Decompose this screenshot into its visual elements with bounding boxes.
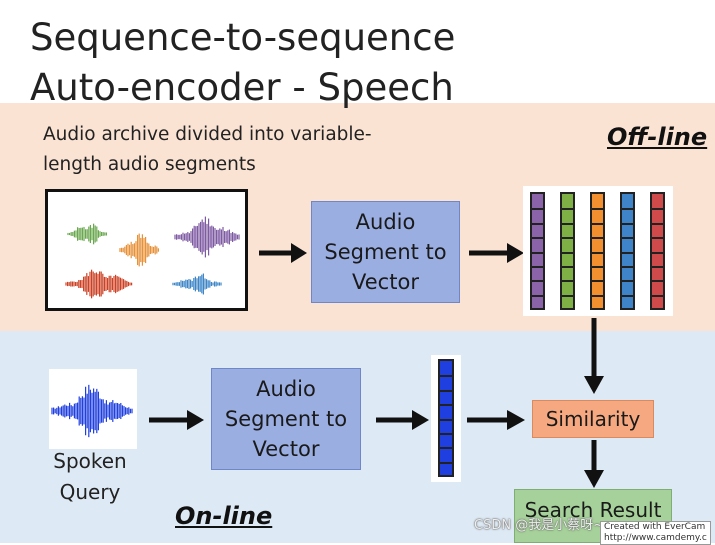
vector-cell-divider (652, 208, 663, 211)
vector-cell-divider (622, 266, 633, 268)
vector-cell-divider (440, 404, 452, 407)
spoken-query-waveform-panel (49, 369, 137, 449)
vector-cell-divider (562, 222, 573, 225)
spoken-query-waveform (51, 384, 133, 438)
vector-cell-divider (652, 222, 663, 225)
vector-cell-divider (440, 375, 452, 378)
audio-archive-panel (45, 189, 248, 311)
vector-cell-divider (532, 222, 543, 225)
vector-cell-divider (562, 294, 573, 297)
vector-cell-divider (652, 294, 663, 297)
vector-cell-divider (532, 280, 543, 283)
vector-cell-divider (652, 237, 663, 240)
offline-vector-5 (650, 192, 665, 310)
vector-cell-divider (440, 461, 452, 464)
slide-title-line-2: Auto-encoder - Speech (30, 66, 454, 109)
query-vector-column (438, 359, 454, 477)
vector-cell-divider (592, 294, 603, 297)
waveform-orange (119, 233, 160, 267)
offline-vectors-panel (523, 186, 673, 316)
similarity-box: Similarity (532, 400, 654, 438)
vector-cell-divider (562, 208, 573, 211)
offline-caption-line-2: length audio segments (43, 154, 256, 175)
query-to-similarity-arrow (467, 410, 525, 430)
evercam-watermark: Created with EverCam http://www.camdemy.… (600, 521, 711, 545)
offline-box-line-2: Segment to (324, 240, 447, 264)
vector-cell-divider (622, 237, 633, 240)
vector-cell-divider (652, 280, 663, 283)
spoken-query-label-line-2: Query (59, 480, 121, 504)
vector-cell-divider (532, 208, 543, 211)
vectors-to-similarity-arrow (584, 318, 604, 394)
offline-vector-2 (560, 192, 575, 310)
slide-title-line-1: Sequence-to-sequence (30, 16, 456, 59)
vector-cell-divider (562, 237, 573, 240)
evercam-line-1: Created with EverCam (604, 522, 706, 532)
offline-vector-1 (530, 192, 545, 310)
vector-cell-divider (532, 266, 543, 268)
online-segment-to-vector-box: Audio Segment to Vector (211, 368, 361, 470)
vector-cell-divider (440, 418, 452, 421)
spoken-query-label-line-1: Spoken (53, 449, 127, 473)
vector-cell-divider (592, 222, 603, 225)
vector-cell-divider (652, 266, 663, 268)
vector-cell-divider (532, 294, 543, 297)
waveform-red (65, 269, 133, 299)
similarity-label: Similarity (545, 407, 641, 431)
offline-box-line-3: Vector (352, 270, 419, 294)
online-box-line-2: Segment to (224, 407, 348, 431)
vector-cell-divider (562, 280, 573, 283)
vector-cell-divider (592, 280, 603, 283)
evercam-line-2: http://www.camdemy.c (604, 533, 707, 543)
online-arrow-2 (376, 410, 429, 430)
online-box-line-1: Audio (256, 377, 316, 401)
vector-cell-divider (622, 208, 633, 211)
vector-cell-divider (592, 266, 603, 268)
query-vector-panel (431, 355, 461, 482)
vector-cell-divider (440, 433, 452, 435)
offline-box-line-1: Audio (355, 210, 416, 234)
offline-arrow-2 (469, 243, 524, 263)
search-result-box: Search Result (514, 489, 672, 543)
audio-segments-waveforms (65, 216, 240, 299)
offline-vector-3 (590, 192, 605, 310)
vector-cell-divider (622, 294, 633, 297)
csdn-watermark: CSDN @我是小蔡呀~~ (474, 518, 615, 533)
vector-cell-divider (440, 389, 452, 392)
vector-cell-divider (532, 237, 543, 240)
waveform-green (67, 223, 108, 245)
similarity-to-result-arrow (584, 440, 604, 488)
vector-cell-divider (562, 266, 573, 268)
waveform-purple (174, 216, 240, 258)
offline-label: Off-line (607, 123, 708, 151)
offline-caption-line-1: Audio archive divided into variable- (43, 124, 372, 145)
offline-arrow-1 (259, 243, 307, 263)
vector-cell-divider (532, 251, 543, 254)
vector-cell-divider (440, 447, 452, 450)
waveform-blue (172, 273, 222, 295)
vector-cell-divider (622, 222, 633, 225)
vector-cell-divider (592, 237, 603, 240)
search-result-label: Search Result (524, 498, 662, 522)
vector-cell-divider (622, 280, 633, 283)
online-arrow-1 (149, 410, 204, 430)
online-box-line-3: Vector (252, 437, 320, 461)
online-label: On-line (175, 502, 273, 530)
vector-cell-divider (652, 251, 663, 254)
vector-cell-divider (562, 251, 573, 254)
vector-cell-divider (592, 208, 603, 211)
offline-segment-to-vector-box: Audio Segment to Vector (311, 201, 460, 303)
vector-cell-divider (592, 251, 603, 254)
offline-vector-4 (620, 192, 635, 310)
vector-cell-divider (622, 251, 633, 254)
